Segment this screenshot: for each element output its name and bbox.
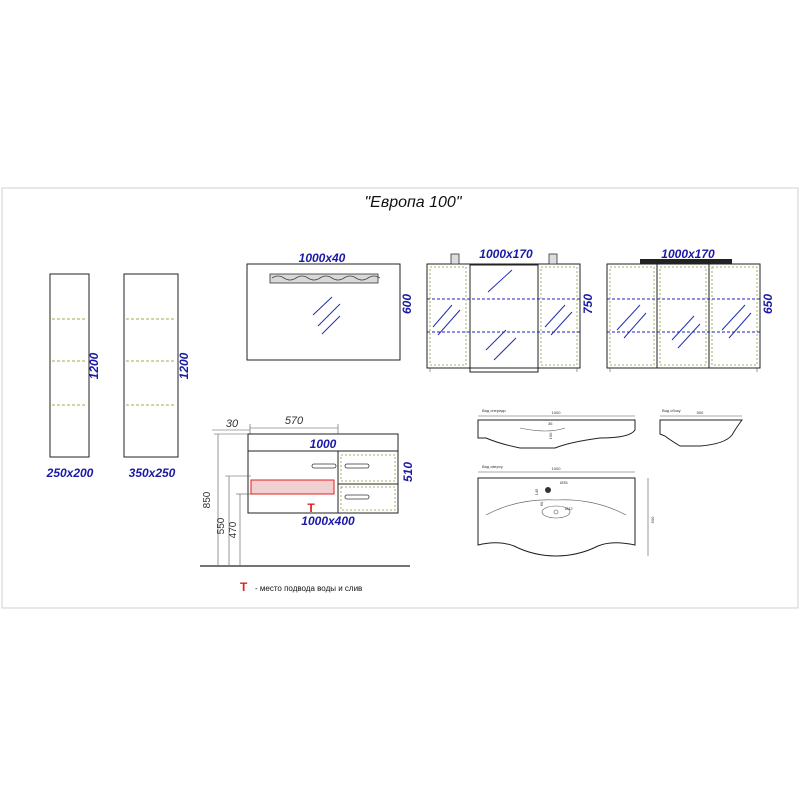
sink-front-label: Вид спереди: [482, 408, 506, 413]
sink-hole-2: Ø42: [565, 506, 573, 511]
mirror-cabinet-open: [426, 253, 581, 373]
sink-top-width: 1000: [552, 466, 562, 471]
vanity-offset: 30: [226, 418, 239, 430]
sink-top-depth: 500: [650, 516, 655, 523]
drawer-handle: [344, 494, 370, 500]
tall-cabinet-350x250: [123, 273, 179, 458]
sink-dim-b: 60: [539, 501, 544, 506]
lamp-bar: [269, 273, 379, 284]
drawing-title: "Европа 100": [364, 194, 462, 211]
sink-side-label: Вид сбоку: [662, 408, 681, 413]
water-supply-mark: T: [307, 501, 315, 515]
vanity-bottom-dim: 1000x400: [301, 514, 355, 528]
water-supply-zone: [250, 479, 335, 495]
mirror-cabinet-2-height: 650: [761, 294, 775, 314]
lamp-left: [450, 253, 460, 265]
mirror-cabinet-1-width: 1000x170: [479, 247, 533, 261]
lamp-right: [548, 253, 558, 265]
tall-cabinet-left-size: 250x200: [46, 466, 94, 480]
sink-dim-d: 36: [548, 421, 553, 426]
legend-mark: T: [240, 580, 248, 594]
mirror-height: 600: [400, 294, 414, 314]
mirror-cabinet-2-width: 1000x170: [661, 247, 715, 261]
tall-cabinet-right-height: 1200: [177, 352, 191, 379]
sink-front-width: 1000: [552, 410, 562, 415]
tall-cabinet-250x200: [49, 273, 90, 458]
vanity-inner-width: 570: [285, 415, 304, 427]
sink-dim-a: 145: [534, 488, 539, 495]
top-lamp-bar: [640, 259, 732, 264]
vanity-body: [247, 450, 399, 514]
drawer-handle: [311, 463, 337, 469]
legend-text: - место подвода воды и слив: [255, 584, 362, 593]
vanity-drawer-height: 510: [401, 462, 415, 482]
sink-side-view: [659, 415, 743, 447]
sink-front-view: [477, 415, 636, 449]
vanity-unit: [200, 424, 410, 567]
drawer-handle: [344, 463, 370, 469]
sink-hole-1: Ø35: [560, 480, 568, 485]
vanity-height-850: 850: [202, 491, 213, 508]
vanity-height-470: 470: [228, 521, 239, 538]
mirror-cabinet-1-height: 750: [581, 294, 595, 314]
center-mirror-door: [469, 264, 539, 373]
mirror-width: 1000x40: [299, 251, 346, 265]
sink-top-view: [477, 471, 649, 557]
vanity-width: 1000: [310, 437, 337, 451]
sink-top-label: Вид сверху: [482, 464, 503, 469]
mirror-cabinet-three-door: [606, 259, 761, 372]
sink-dim-c: 190: [548, 432, 553, 439]
sink-side-width: 500: [697, 410, 704, 415]
vanity-height-550: 550: [216, 517, 227, 534]
mirror-with-lamp: [246, 263, 401, 361]
tall-cabinet-left-height: 1200: [87, 352, 101, 379]
drawing-frame: [1, 187, 799, 609]
tall-cabinet-right-size: 350x250: [129, 466, 176, 480]
